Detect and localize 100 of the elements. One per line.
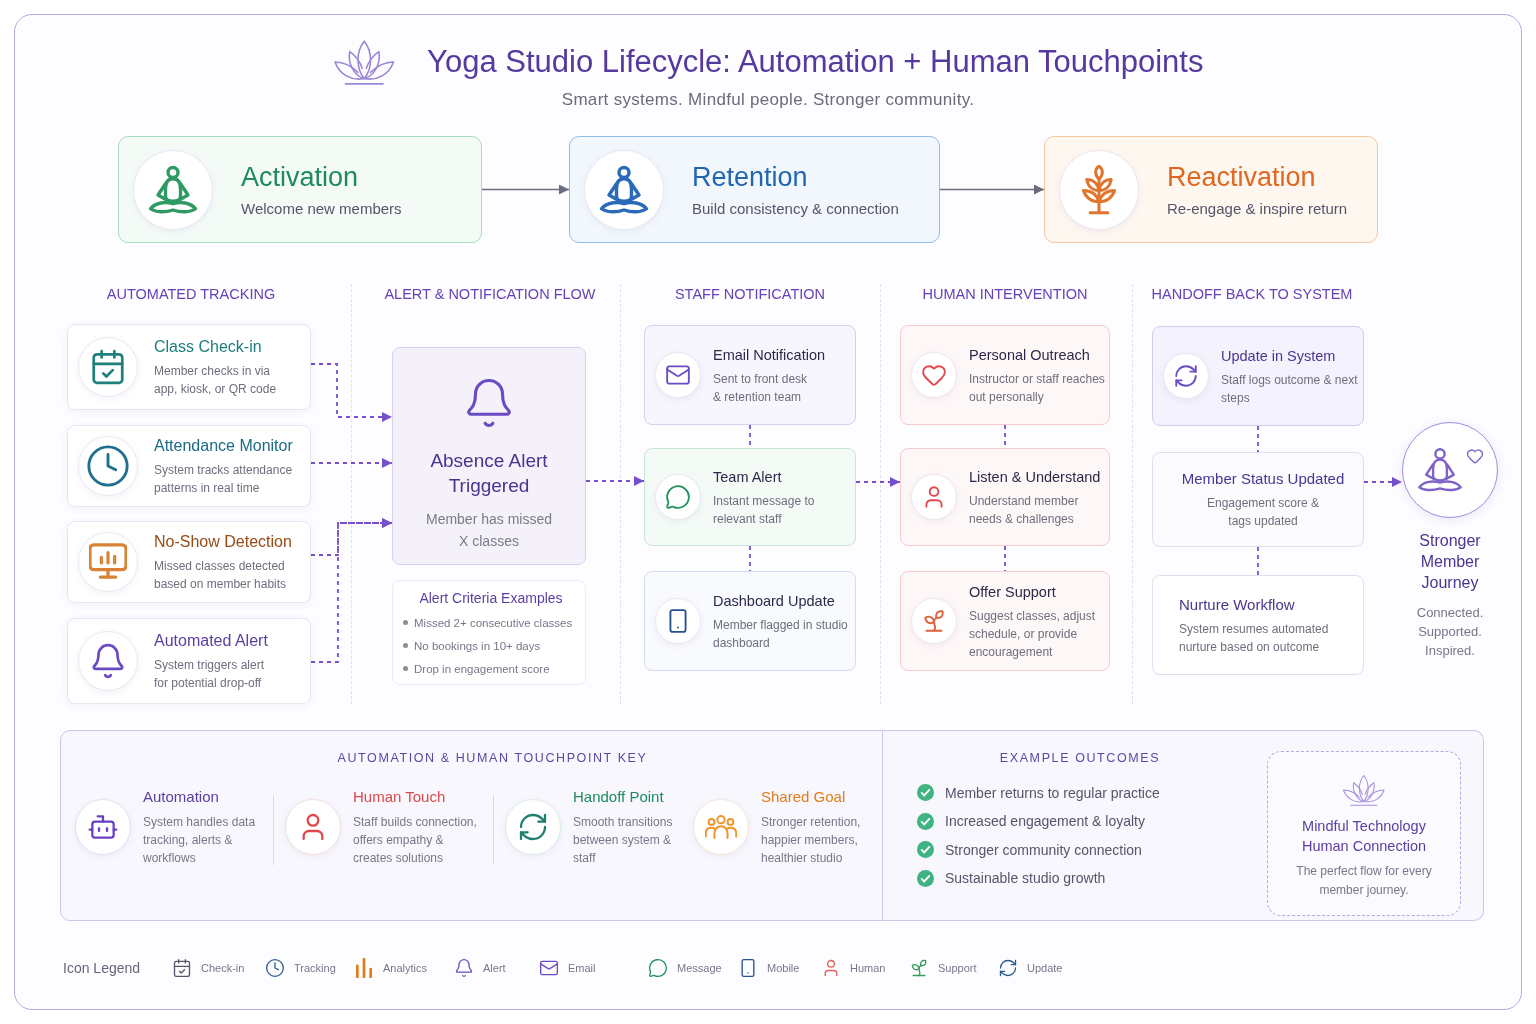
card-description: Instant message to relevant staff xyxy=(713,492,816,528)
alert-description: Member has missed X classes xyxy=(424,510,553,551)
dashed-arrow xyxy=(585,476,645,486)
card-description: Missed classes detected based on member habits xyxy=(154,557,288,593)
stage-subtitle: Build consistency & connection xyxy=(692,198,899,219)
card-title: Team Alert xyxy=(713,467,783,487)
journey-title: Stronger Member Journey xyxy=(1418,531,1482,593)
outcome-text: Member returns to regular practice xyxy=(945,784,1160,801)
card-title: Nurture Workflow xyxy=(1179,594,1295,615)
step-card xyxy=(900,571,1110,671)
dashed-arrow xyxy=(310,518,393,663)
stage-card xyxy=(1044,136,1378,243)
key-description: Staff builds connection, offers empathy & creates solutions xyxy=(353,814,478,867)
arrow xyxy=(939,184,1045,195)
key-title: Handoff Point xyxy=(573,787,665,807)
stage-card xyxy=(569,136,940,243)
card-title: No-Show Detection xyxy=(154,531,293,552)
outcome-text: Sustainable studio growth xyxy=(945,870,1106,887)
criteria-item: Missed 2+ consecutive classes xyxy=(414,616,573,629)
journey-tagline: Connected. Supported. Inspired. xyxy=(1415,604,1485,660)
legend-label: Alert xyxy=(483,962,506,974)
dashed-arrow xyxy=(1363,477,1403,487)
stage-subtitle: Welcome new members xyxy=(241,198,402,219)
legend-label: Mobile xyxy=(767,962,800,974)
step-card xyxy=(1152,326,1364,426)
column-heading: HUMAN INTERVENTION xyxy=(922,285,1088,304)
key-description: System handles data tracking, alerts & workflows xyxy=(143,814,257,867)
card-description: Sent to front desk & retention team xyxy=(713,370,809,406)
key-heading: AUTOMATION & HUMAN TOUCHPOINT KEY xyxy=(336,751,649,765)
column-heading: STAFF NOTIFICATION xyxy=(674,285,826,304)
stage-title: Activation xyxy=(241,160,360,193)
card-description: Suggest classes, adjust schedule, or provide encouragement xyxy=(969,607,1097,661)
card-title: Offer Support xyxy=(969,582,1057,602)
column-heading: ALERT & NOTIFICATION FLOW xyxy=(384,285,596,304)
tracking-card xyxy=(67,521,311,603)
card-title: Automated Alert xyxy=(154,630,269,651)
step-card xyxy=(644,448,856,546)
step-card xyxy=(1152,452,1364,547)
outcomes-heading: EXAMPLE OUTCOMES xyxy=(998,751,1162,765)
card-title: Dashboard Update xyxy=(713,591,836,611)
card-description: System tracks attendance patterns in real time xyxy=(154,461,294,497)
outcomes-panel xyxy=(883,730,1484,921)
alert-card xyxy=(392,347,586,565)
legend-label: Analytics xyxy=(383,962,428,974)
card-description: System resumes automated nurture based on outcome xyxy=(1179,620,1330,656)
card-title: Class Check-in xyxy=(154,336,263,357)
key-description: Smooth transitions between system & staff xyxy=(573,814,674,867)
legend-label: Support xyxy=(938,962,977,974)
dashed-connector xyxy=(1257,425,1259,453)
stage-card xyxy=(118,136,482,243)
card-description: Instructor or staff reaches out personally xyxy=(969,370,1106,406)
card-title: Listen & Understand xyxy=(969,467,1102,487)
card-description: Member checks in via app, kiosk, or QR code xyxy=(154,362,278,398)
dashed-connector xyxy=(1257,546,1259,576)
arrow xyxy=(481,184,570,195)
tracking-card xyxy=(67,425,311,507)
key-title: Shared Goal xyxy=(761,787,847,807)
key-title: Automation xyxy=(143,787,220,807)
callout-text: The perfect flow for every member journey. xyxy=(1295,863,1433,899)
tracking-card xyxy=(67,324,311,410)
step-card xyxy=(644,325,856,425)
stage-subtitle: Re-engage & inspire return xyxy=(1167,198,1348,219)
criteria-card xyxy=(392,580,586,685)
legend-label: Check-in xyxy=(201,962,245,974)
card-title: Email Notification xyxy=(713,345,825,365)
card-description: Understand member needs & challenges xyxy=(969,492,1080,528)
card-description: Engagement score & tags updated xyxy=(1205,495,1321,530)
stage-title: Reactivation xyxy=(1167,160,1317,193)
legend-label: Message xyxy=(677,962,722,974)
dashed-arrow xyxy=(855,477,901,487)
step-card xyxy=(900,448,1110,546)
stage-title: Retention xyxy=(692,160,809,193)
legend-label: Tracking xyxy=(294,962,336,974)
step-card xyxy=(644,571,856,671)
key-title: Human Touch xyxy=(353,787,447,807)
card-description: System triggers alert for potential drop-off xyxy=(154,656,266,692)
criteria-title: Alert Criteria Examples xyxy=(418,589,564,607)
step-card xyxy=(900,325,1110,425)
card-title: Member Status Updated xyxy=(1181,469,1345,489)
card-description: Member flagged in studio dashboard xyxy=(713,616,849,652)
criteria-item: No bookings in 10+ days xyxy=(414,639,541,652)
card-description: Staff logs outcome & next steps xyxy=(1221,371,1359,407)
legend-label: Email xyxy=(568,962,596,974)
page-subtitle: Smart systems. Mindful people. Stronger community. xyxy=(561,90,975,110)
page-title: Yoga Studio Lifecycle: Automation + Human Touchpoints xyxy=(427,43,1204,81)
dashed-arrow xyxy=(310,363,393,422)
alert-title: Absence Alert Triggered xyxy=(429,449,549,498)
outcome-text: Stronger community connection xyxy=(945,841,1142,858)
legend-heading: Icon Legend xyxy=(63,959,141,978)
key-description: Stronger retention, happier members, healthier studio xyxy=(761,814,862,867)
card-title: Personal Outreach xyxy=(969,345,1091,365)
step-card xyxy=(1152,575,1364,675)
callout-title: Mindful Technology Human Connection xyxy=(1300,817,1428,856)
legend-label: Update xyxy=(1027,962,1063,974)
outcome-text: Increased engagement & loyalty xyxy=(945,813,1145,830)
card-title: Update in System xyxy=(1221,346,1337,366)
dashed-arrow xyxy=(310,458,393,468)
card-title: Attendance Monitor xyxy=(154,435,294,456)
column-heading: HANDOFF BACK TO SYSTEM xyxy=(1151,285,1353,304)
key-panel xyxy=(60,730,883,921)
